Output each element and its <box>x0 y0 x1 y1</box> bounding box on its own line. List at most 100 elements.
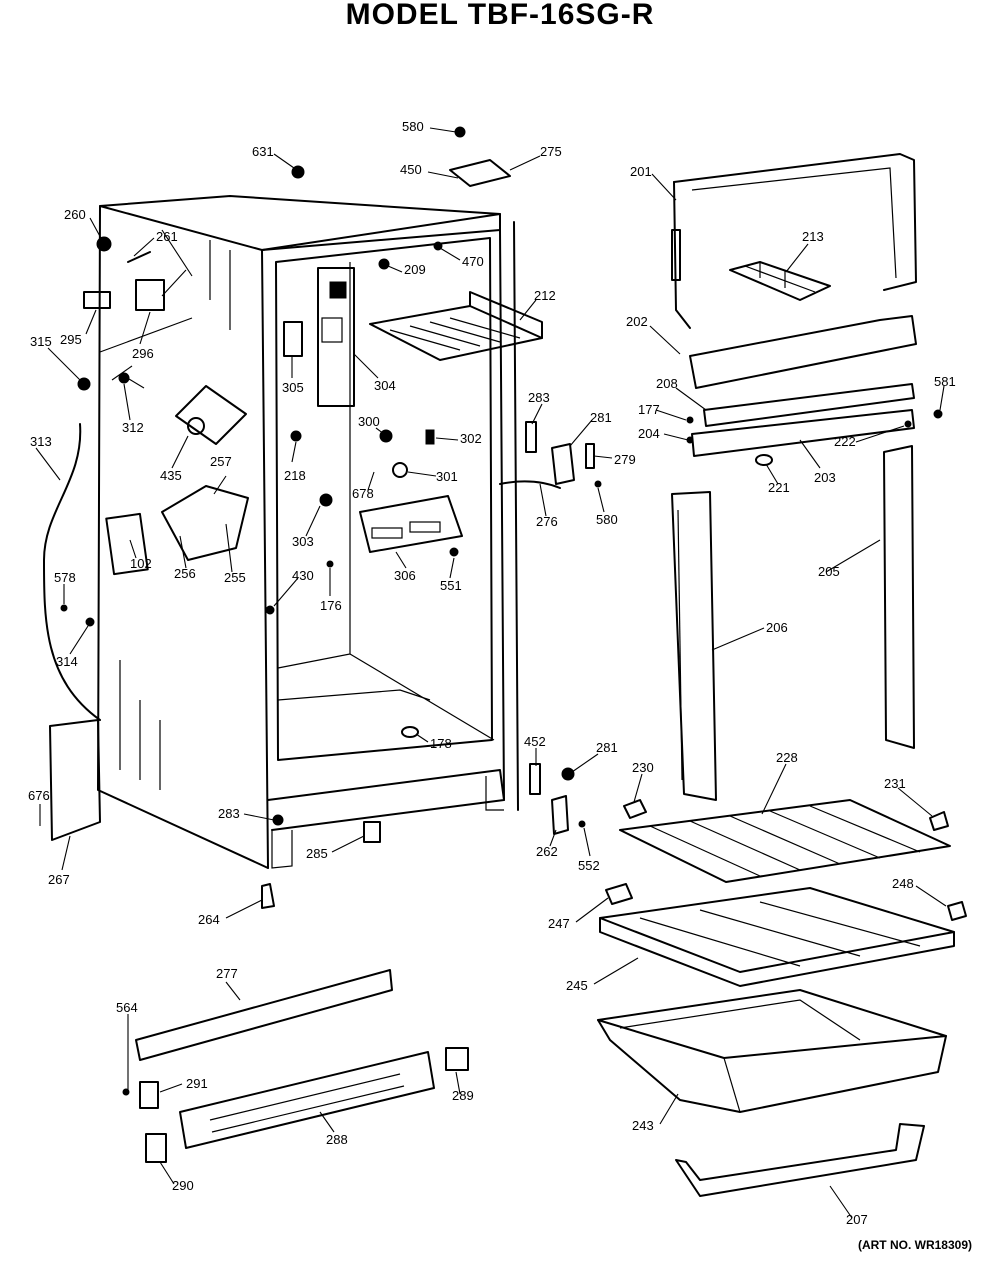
label-257: 257 <box>210 454 232 469</box>
label-470: 470 <box>462 254 484 269</box>
part-247 <box>605 883 633 905</box>
part-177 <box>686 416 694 424</box>
label-305: 305 <box>282 380 304 395</box>
part-209 <box>378 258 390 270</box>
crisper-cover-texture <box>639 917 801 967</box>
freezer-door-inner <box>691 167 897 279</box>
crisper-cover-rim <box>599 917 955 987</box>
label-262: 262 <box>536 844 558 859</box>
label-275: 275 <box>540 144 562 159</box>
part-435-knob <box>187 417 205 435</box>
label-276: 276 <box>536 514 558 529</box>
part-631 <box>291 165 305 179</box>
part-551 <box>449 547 459 557</box>
label-202: 202 <box>626 314 648 329</box>
label-314: 314 <box>56 654 78 669</box>
label-228: 228 <box>776 750 798 765</box>
part-303 <box>319 493 333 507</box>
part-222 <box>904 420 912 428</box>
part-581 <box>933 409 943 419</box>
freezer-door-outline <box>673 153 917 291</box>
light-switch <box>283 321 303 357</box>
label-581: 581 <box>934 374 956 389</box>
part-290 <box>145 1133 167 1163</box>
part-221 <box>755 454 773 466</box>
label-283: 283 <box>528 390 550 405</box>
part-248 <box>947 901 967 921</box>
label-580-lower: 580 <box>596 512 618 527</box>
part-178 <box>401 726 419 738</box>
cabinet <box>97 195 519 869</box>
part-285 <box>363 821 381 843</box>
part-315 <box>77 377 91 391</box>
control-housing <box>317 267 355 407</box>
crisper-drawer <box>597 989 947 1113</box>
part-580-screw <box>454 126 466 138</box>
label-260: 260 <box>64 207 86 222</box>
label-256: 256 <box>174 566 196 581</box>
label-289: 289 <box>452 1088 474 1103</box>
label-312: 312 <box>122 420 144 435</box>
label-552: 552 <box>578 858 600 873</box>
label-277: 277 <box>216 966 238 981</box>
label-207: 207 <box>846 1212 868 1227</box>
freezer-door <box>671 153 917 329</box>
cabinet-inner-back <box>277 262 351 669</box>
diagram-title: MODEL TBF-16SG-R <box>345 0 655 31</box>
label-177: 177 <box>638 402 660 417</box>
crisper-drawer-edge <box>723 1057 741 1113</box>
part-289 <box>445 1047 469 1071</box>
freezer-shelf <box>369 291 543 361</box>
grille-slot-row <box>209 1073 401 1121</box>
label-315: 315 <box>30 334 52 349</box>
freezer-shelf-wire <box>449 317 521 339</box>
crisper-drawer-body <box>597 1019 947 1113</box>
label-212: 212 <box>534 288 556 303</box>
freezer-door-left <box>673 181 691 329</box>
part-276-rod <box>499 480 561 489</box>
label-435: 435 <box>160 468 182 483</box>
label-551: 551 <box>440 578 462 593</box>
label-208: 208 <box>656 376 678 391</box>
label-450: 450 <box>400 162 422 177</box>
part-264 <box>261 883 275 909</box>
label-102: 102 <box>130 556 152 571</box>
kick-plate-277 <box>135 969 393 1061</box>
label-452: 452 <box>524 734 546 749</box>
part-281-hinge <box>551 443 575 485</box>
trim-strip-203 <box>691 409 915 457</box>
label-203: 203 <box>814 470 836 485</box>
label-204: 204 <box>638 426 660 441</box>
part-102 <box>105 512 149 576</box>
freezer-shelf-outline <box>369 305 543 361</box>
label-230: 230 <box>632 760 654 775</box>
part-296 <box>135 279 165 311</box>
label-430: 430 <box>292 568 314 583</box>
wire-shelf-wire <box>769 810 881 859</box>
freezer-shelf-wire <box>429 321 501 343</box>
label-564: 564 <box>116 1000 138 1015</box>
label-243: 243 <box>632 1118 654 1133</box>
leader-lines <box>35 127 947 1219</box>
art-number: (ART NO. WR18309) <box>857 1238 972 1252</box>
grille-slot-row <box>211 1085 405 1133</box>
label-296: 296 <box>132 346 154 361</box>
label-178: 178 <box>430 736 452 751</box>
label-285: 285 <box>306 846 328 861</box>
cabinet-inner-opening <box>275 237 493 761</box>
part-279 <box>585 443 595 469</box>
label-281: 281 <box>590 410 612 425</box>
drain-tube <box>43 423 101 721</box>
label-290: 290 <box>172 1178 194 1193</box>
part-580-lower <box>594 480 602 488</box>
label-279: 279 <box>614 452 636 467</box>
label-281-lower: 281 <box>596 740 618 755</box>
label-283-lower: 283 <box>218 806 240 821</box>
label-300: 300 <box>358 414 380 429</box>
crisper-cover-texture <box>699 909 861 957</box>
door-bin <box>675 1123 925 1197</box>
label-313: 313 <box>30 434 52 449</box>
grille-288 <box>179 1051 435 1149</box>
